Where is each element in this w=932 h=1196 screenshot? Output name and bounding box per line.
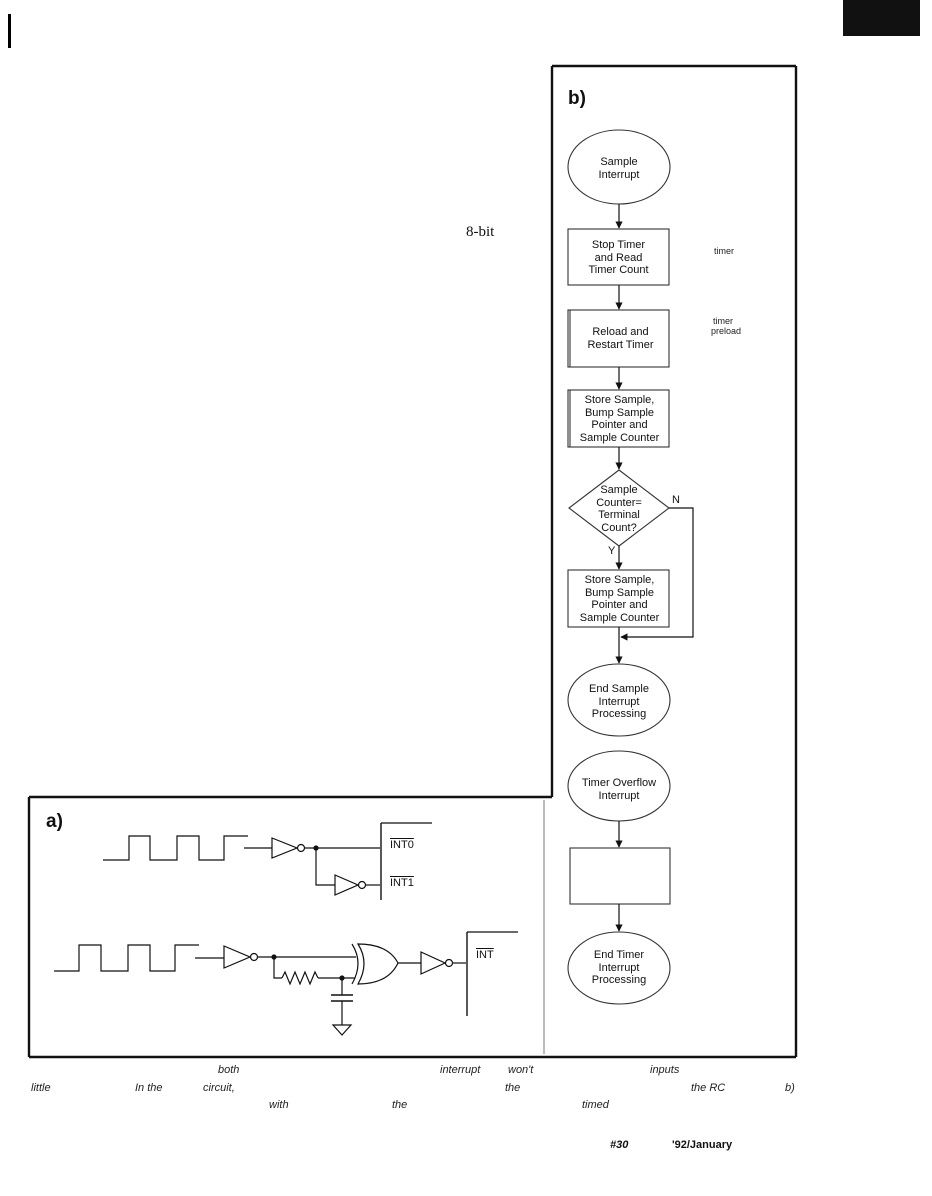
end-sample-label: End Sample Interrupt Processing xyxy=(589,683,649,720)
issue-date: '92/January xyxy=(672,1139,733,1151)
caption-word: the xyxy=(505,1082,521,1094)
inverter-4 xyxy=(420,951,447,975)
panel-b-letter: b) xyxy=(568,88,586,109)
ground-symbol xyxy=(331,1024,353,1036)
decision-yes-label: Y xyxy=(608,545,616,557)
inverter-2 xyxy=(334,874,360,896)
int0-label: INT0 xyxy=(390,839,414,851)
timer-annotation-2: timer xyxy=(713,316,733,326)
preload-annotation: preload xyxy=(711,326,742,336)
circuit-top xyxy=(103,822,432,900)
timer-overflow-label: Timer Overflow Interrupt xyxy=(581,777,657,802)
panel-a-letter: a) xyxy=(46,811,63,832)
square-wave-1 xyxy=(103,835,248,861)
caption-word: In the xyxy=(135,1082,163,1094)
timer-annotation-1: timer xyxy=(714,246,734,256)
resistor xyxy=(281,970,319,986)
caption-word: both xyxy=(218,1064,240,1076)
terminal-count-label: Sample Counter= Terminal Count? xyxy=(596,484,642,534)
corner-tab xyxy=(843,0,920,36)
int1-label: INT1 xyxy=(390,877,414,889)
caption-word: little xyxy=(31,1082,51,1094)
end-timer-label: End Timer Interrupt Processing xyxy=(591,949,647,986)
end-timer-terminator xyxy=(567,931,671,1005)
issue-number: #30 xyxy=(610,1139,629,1151)
caption-word: b) xyxy=(785,1082,795,1094)
inverter-3 xyxy=(223,945,252,969)
caption-word: interrupt xyxy=(440,1064,481,1076)
reload-timer-label: Reload and Restart Timer xyxy=(587,326,654,351)
figure-frame xyxy=(27,64,798,1059)
xor-gate-back xyxy=(351,943,359,985)
caption-word: timed xyxy=(582,1099,609,1111)
stop-timer-label: Stop Timer and Read Timer Count xyxy=(588,239,649,276)
xor-gate-body xyxy=(356,943,399,985)
circuit-bottom xyxy=(54,931,518,1036)
caption-word: the xyxy=(392,1099,408,1111)
caption-word: inputs xyxy=(650,1064,680,1076)
end-sample-terminator xyxy=(567,663,671,737)
caption-word: the RC xyxy=(691,1082,726,1094)
decision-no-label: N xyxy=(672,494,680,506)
square-wave-2 xyxy=(54,944,199,972)
inverter-1 xyxy=(271,837,299,859)
store-sample-label-1: Store Sample, Bump Sample Pointer and Sa… xyxy=(579,394,660,444)
margin-bar xyxy=(8,14,11,48)
store-sample-label-2: Store Sample, Bump Sample Pointer and Sa… xyxy=(579,574,660,624)
flowchart-sample-connectors xyxy=(615,204,694,664)
header-word-fragment: 8-bit xyxy=(466,224,495,240)
caption-word: circuit, xyxy=(203,1082,235,1094)
overflow-process xyxy=(569,847,671,905)
caption-word: with xyxy=(269,1099,289,1111)
int-label: INT xyxy=(476,949,494,961)
sample-interrupt-label: Sample Interrupt xyxy=(598,156,640,181)
caption-word: won't xyxy=(508,1064,534,1076)
